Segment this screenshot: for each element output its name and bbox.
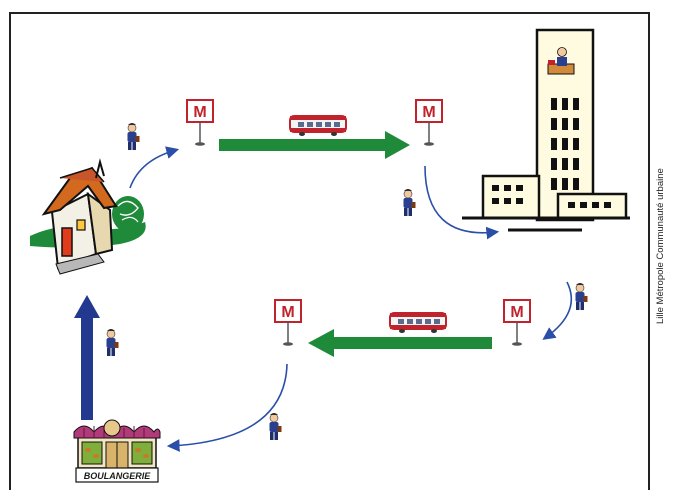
green-arrow-bottom — [308, 329, 492, 357]
office-worker-icon — [547, 47, 575, 75]
path-arrow-office-to-metro — [542, 281, 573, 340]
path-arrow-house-to-metro — [129, 146, 180, 189]
house-icon — [30, 158, 146, 275]
diagram-frame — [9, 12, 650, 490]
walking-person-icon — [403, 188, 416, 217]
blue-arrow-up — [74, 295, 100, 420]
metro-sign-icon: M — [186, 99, 214, 147]
svg-text:M: M — [510, 304, 523, 321]
walking-person-icon — [575, 282, 588, 311]
office-tower-icon — [462, 28, 630, 232]
bakery-sign-label: BOULANGERIE — [84, 471, 151, 481]
metro-sign-icon: M — [415, 99, 443, 147]
walking-person-icon — [127, 122, 140, 151]
svg-text:M: M — [422, 104, 435, 121]
path-arrow-metro-to-bakery — [166, 363, 288, 452]
photo-credit: Lille Métropole Communauté urbaine — [655, 168, 666, 324]
green-arrow-top — [219, 131, 410, 159]
metro-train-icon — [289, 115, 347, 137]
svg-text:M: M — [193, 104, 206, 121]
path-arrow-metro-to-office — [424, 165, 500, 240]
metro-train-icon — [389, 312, 447, 334]
metro-sign-icon: M — [503, 299, 531, 347]
walking-person-icon — [269, 412, 282, 441]
walking-person-icon — [106, 328, 119, 357]
bakery-icon: BOULANGERIE — [73, 419, 161, 483]
svg-text:M: M — [281, 304, 294, 321]
metro-sign-icon: M — [274, 299, 302, 347]
